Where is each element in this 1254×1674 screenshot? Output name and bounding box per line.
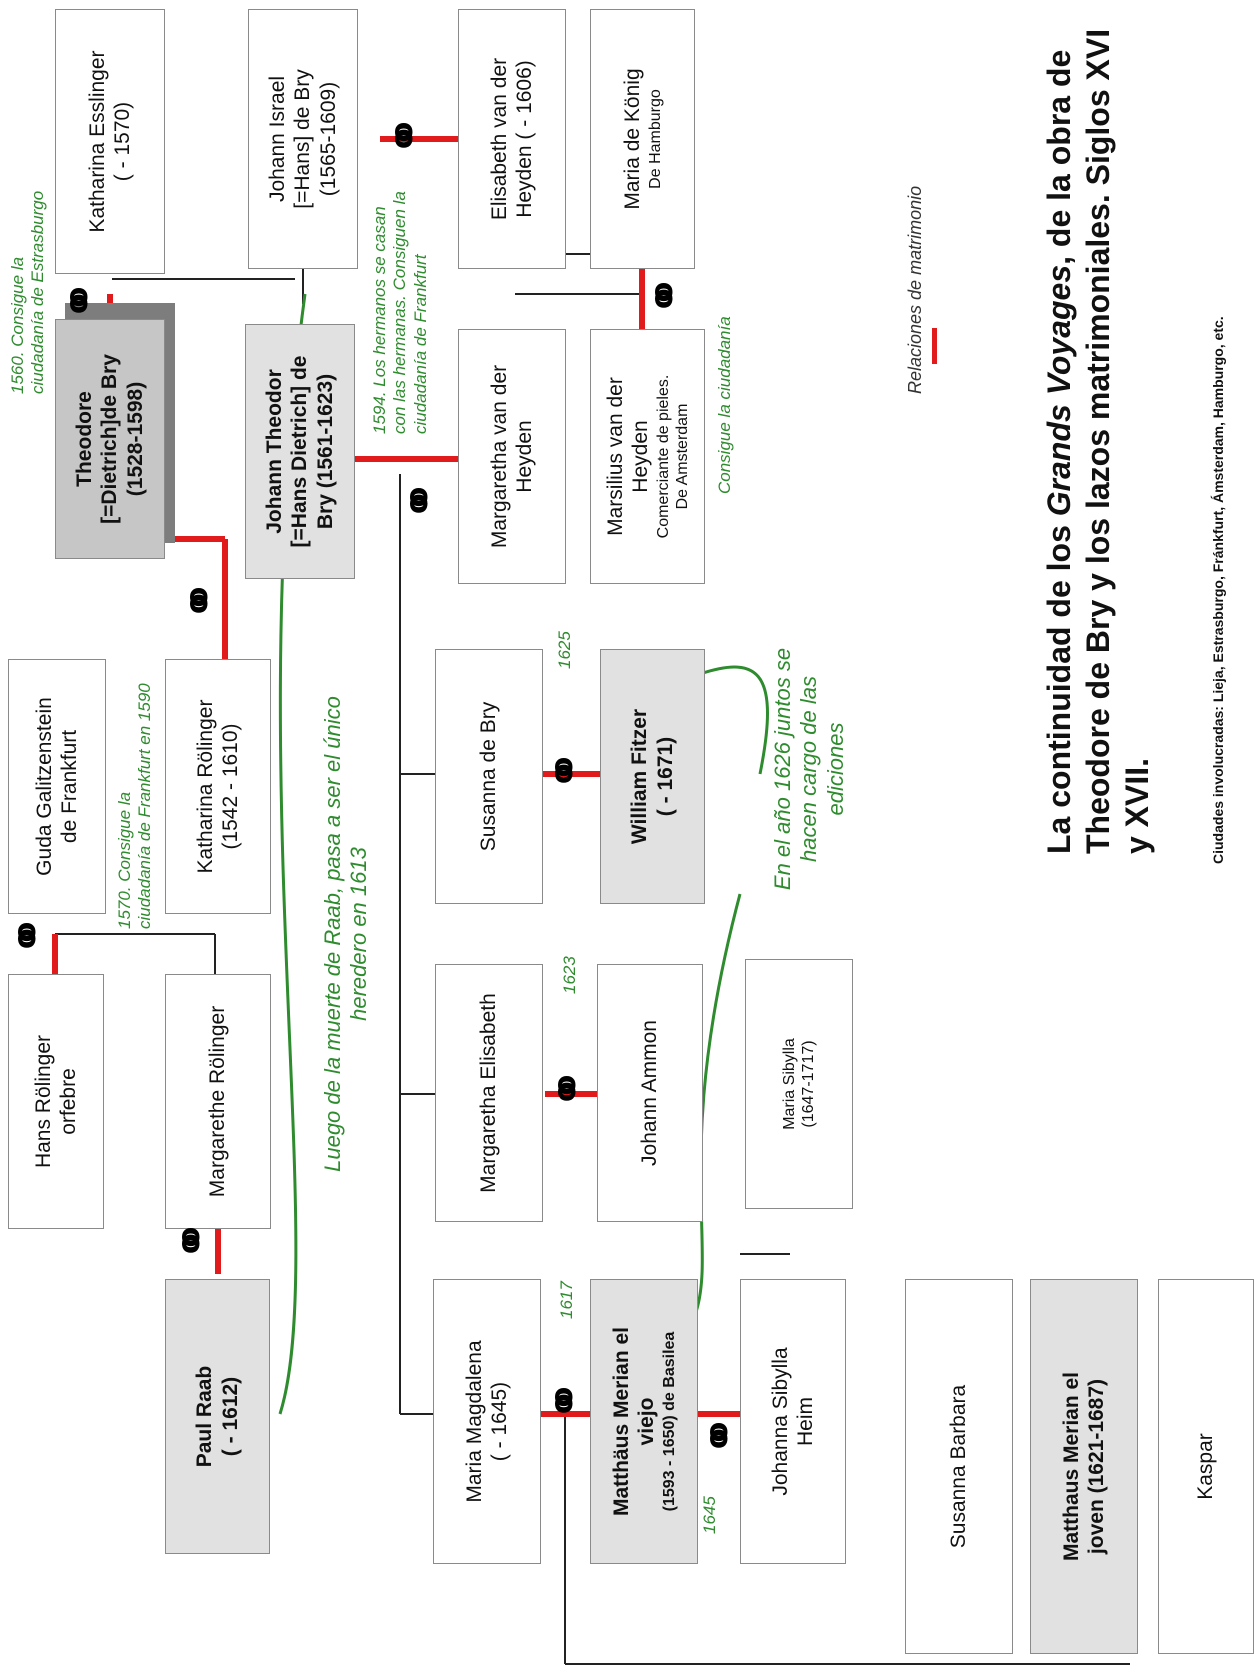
year-1625: 1625	[555, 631, 574, 669]
legend-label: Relaciones de matrimonio	[905, 185, 925, 394]
rings-icon: oo	[700, 1435, 735, 1449]
person-susanna-barbara: Susanna Barbara	[905, 1279, 1013, 1654]
person-kaspar: Kaspar	[1158, 1279, 1254, 1654]
person-katharina-esslinger: Katharina Esslinger( - 1570)	[55, 9, 165, 274]
year-1645: 1645	[700, 1496, 719, 1534]
rings-icon: oo	[645, 295, 680, 309]
person-margarethe-rolinger: Margarethe Rölinger	[165, 974, 271, 1229]
rings-icon: oo	[385, 135, 420, 149]
person-margaretha-elisabeth: Margaretha Elisabeth	[435, 964, 543, 1222]
person-william-fitzer: William Fitzer( - 1671)	[600, 649, 705, 904]
person-maria-sibylla: Maria Sibylla(1647-1717)	[745, 959, 853, 1209]
person-katharina-rolinger: Katharina Rölinger(1542 - 1610)	[165, 659, 271, 914]
person-theodore-de-bry: Theodore[=Dietrich]de Bry(1528-1598)	[55, 319, 165, 559]
arrow-fitzer-to-1626	[699, 665, 769, 775]
person-maria-magdalena: Maria Magdalena( - 1645)	[433, 1279, 541, 1564]
person-johann-israel: Johann Israel[=Hans] de Bry(1565-1609)	[248, 9, 358, 269]
rings-icon: oo	[548, 1088, 583, 1102]
rings-icon: oo	[400, 500, 435, 514]
note-raab-heredero: Luego de la muerte de Raab, pasa a ser e…	[320, 696, 372, 1172]
rings-icon: oo	[60, 300, 95, 314]
year-1617: 1617	[557, 1281, 576, 1319]
rings-icon: oo	[180, 600, 215, 614]
legend-marriage-line	[932, 328, 937, 364]
diagram-subtitle: Ciudades involucradas: Lieja, Estrasburg…	[1210, 316, 1226, 864]
person-susanna-de-bry: Susanna de Bry	[435, 649, 543, 904]
rings-icon: oo	[545, 770, 580, 784]
rings-icon: oo	[8, 935, 43, 949]
diagram-title: La continuidad de los Grands Voyages, de…	[1041, 28, 1156, 854]
person-johann-ammon: Johann Ammon	[597, 964, 703, 1222]
rings-icon: oo	[545, 1400, 580, 1414]
note-consigue-ciudadania: Consigue la ciudadanía	[715, 316, 734, 494]
year-1623: 1623	[560, 956, 579, 994]
person-paul-raab: Paul Raab( - 1612)	[165, 1279, 270, 1554]
rings-icon: oo	[172, 1240, 207, 1254]
